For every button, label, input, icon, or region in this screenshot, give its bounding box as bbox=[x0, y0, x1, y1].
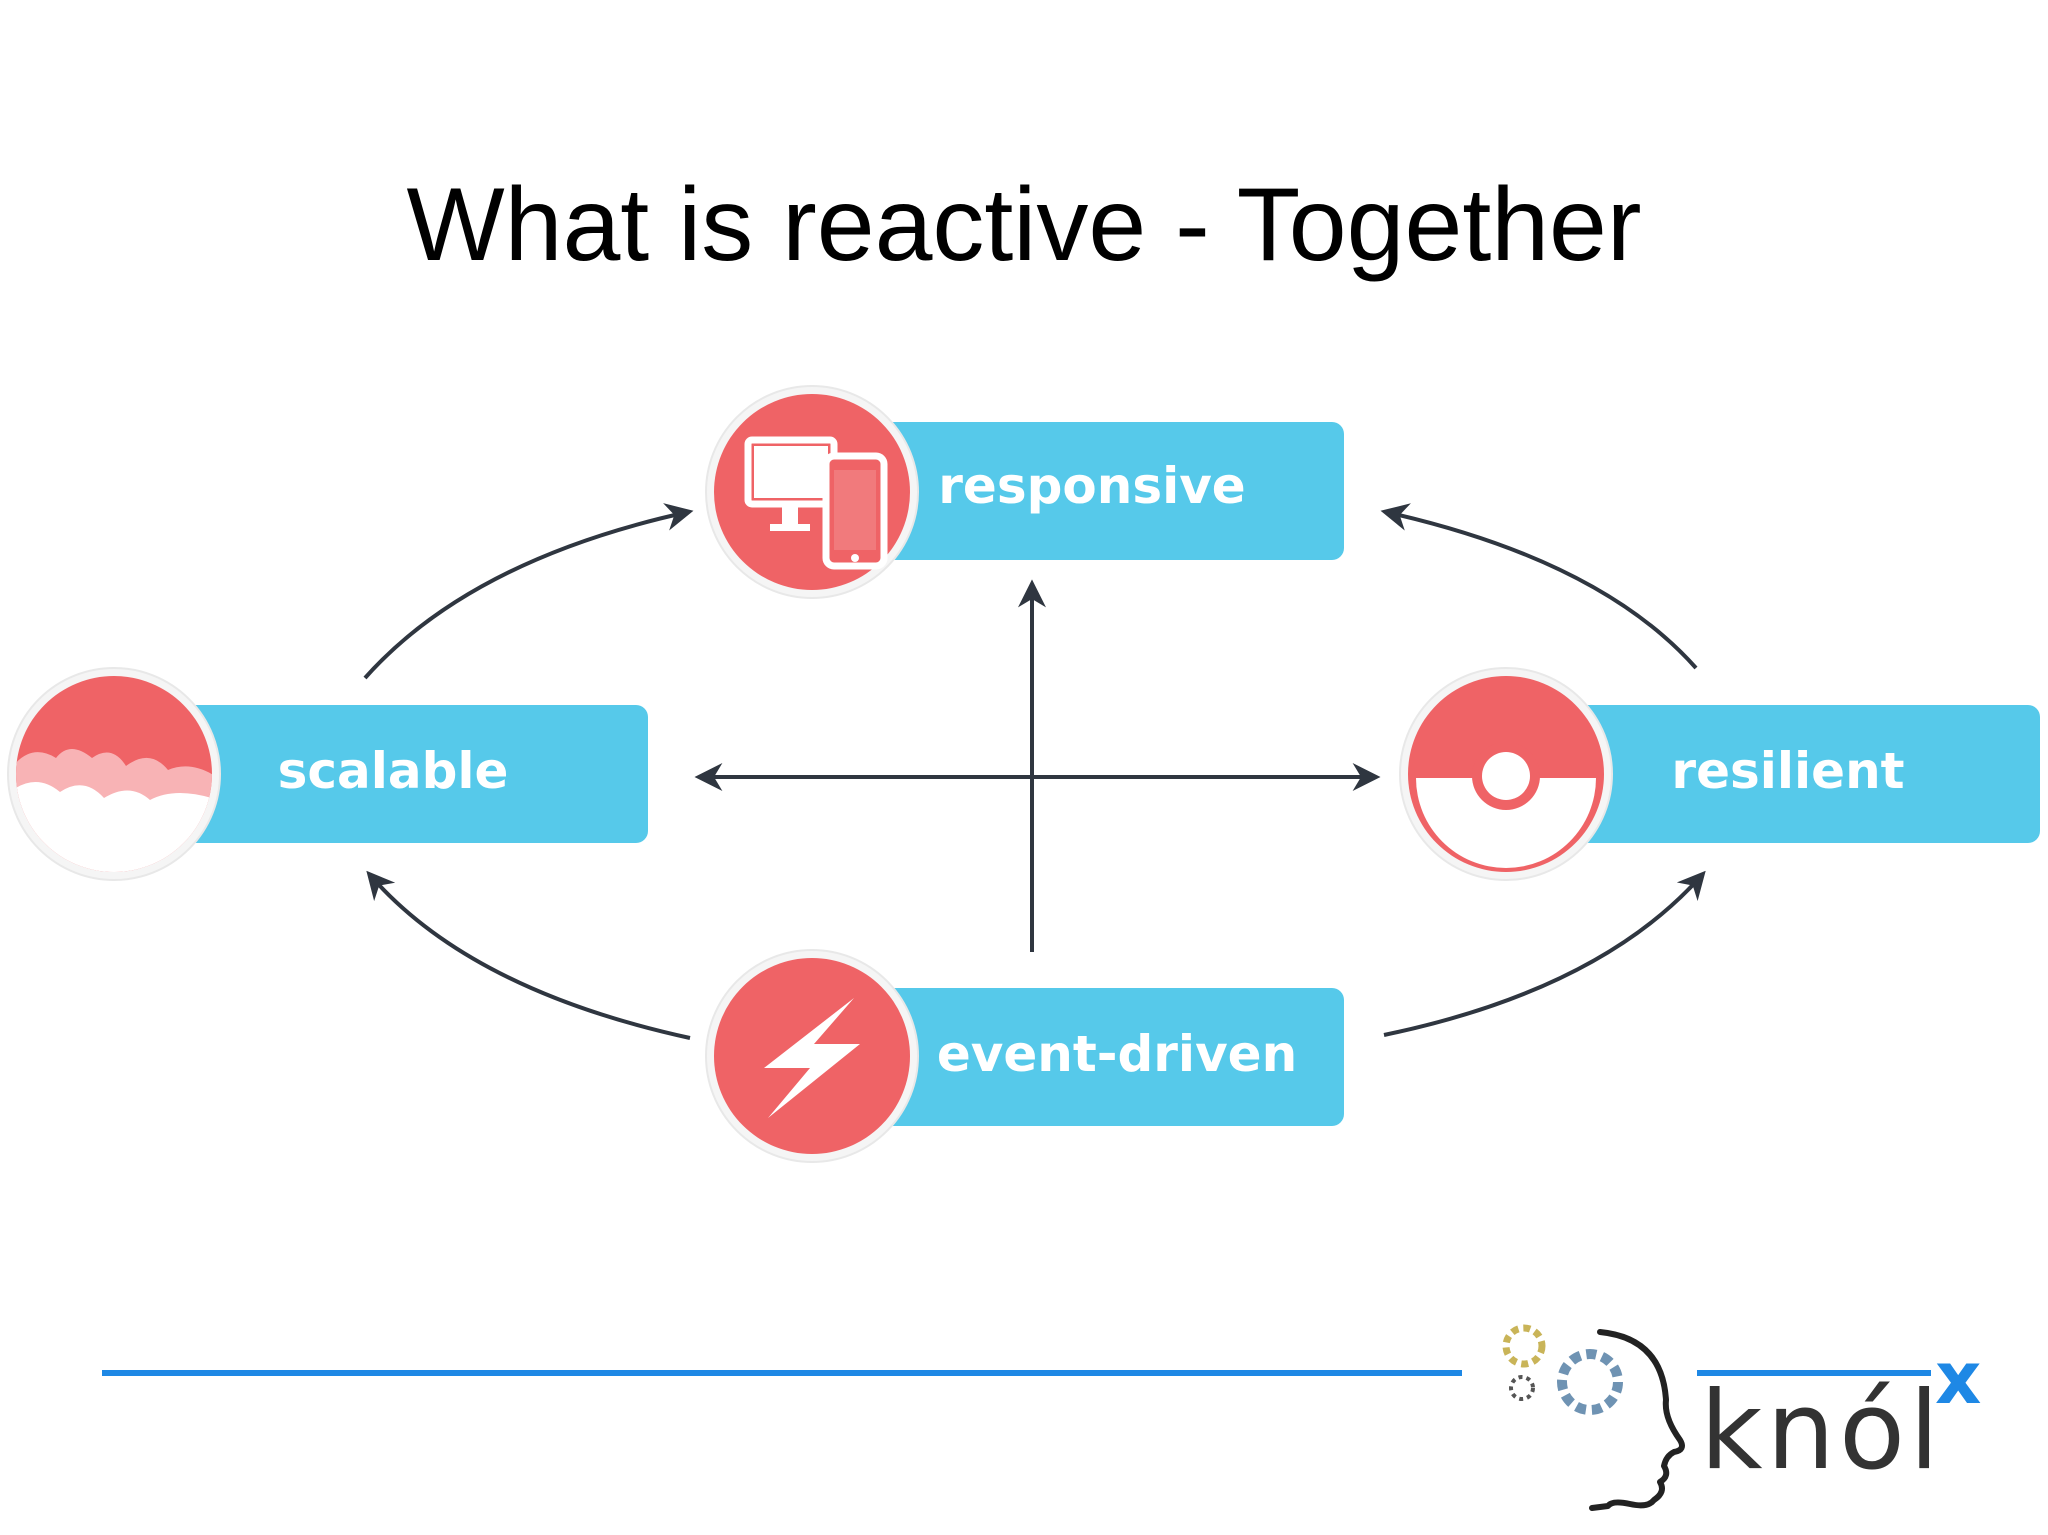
node-label: resilient bbox=[1671, 742, 1904, 800]
devices-icon bbox=[744, 436, 888, 570]
lifebuoy-icon bbox=[1416, 742, 1596, 868]
label-bar bbox=[860, 988, 1344, 1126]
logo-superscript: x bbox=[1935, 1336, 1982, 1420]
node-label: event-driven bbox=[937, 1025, 1297, 1083]
lightning-bolt-icon bbox=[764, 998, 860, 1118]
node-event-driven: event-driven bbox=[705, 949, 1344, 1163]
logo-graphic bbox=[1502, 1324, 1685, 1511]
label-bar bbox=[1560, 705, 2040, 843]
node-label: responsive bbox=[938, 457, 1245, 515]
slide-title: What is reactive - Together bbox=[406, 167, 1642, 283]
footer-line-right bbox=[1697, 1370, 1931, 1376]
gear-icon bbox=[1502, 1324, 1546, 1368]
arrow-event-driven-to-resilient bbox=[1383, 870, 1706, 1037]
gear-icon bbox=[1509, 1375, 1535, 1401]
label-bar bbox=[860, 422, 1344, 560]
logo-wordmark: knól bbox=[1700, 1369, 1944, 1494]
node-label: scalable bbox=[278, 742, 509, 800]
footer-line-left bbox=[102, 1370, 1462, 1376]
label-bar bbox=[170, 705, 648, 843]
gear-icon bbox=[1557, 1349, 1623, 1415]
arrow-scalable-to-responsive bbox=[363, 503, 694, 680]
head-profile-icon bbox=[1589, 1329, 1685, 1511]
node-responsive: responsive bbox=[705, 385, 1344, 599]
arrow-resilient-to-responsive bbox=[1380, 503, 1698, 670]
node-scalable: scalable bbox=[7, 667, 648, 881]
arrow-event-driven-to-scalable bbox=[366, 870, 691, 1040]
node-resilient: resilient bbox=[1399, 667, 2040, 881]
